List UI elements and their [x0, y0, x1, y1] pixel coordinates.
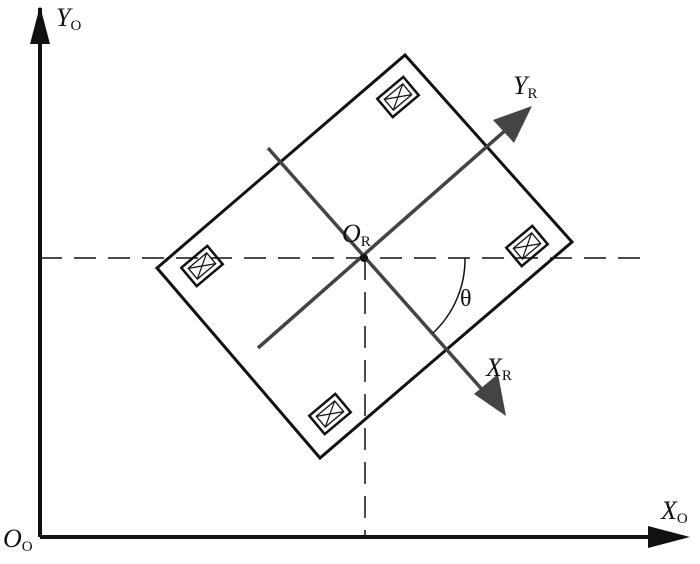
robot-y-arrowhead	[493, 106, 532, 143]
robot-y-axis	[256, 126, 510, 350]
theta-label: θ	[460, 286, 472, 312]
labels: YO XO OO YR XR OR θ	[3, 3, 688, 555]
theta-arc	[432, 257, 466, 334]
robot-axes	[256, 106, 532, 416]
reference-lines	[40, 257, 640, 535]
robot-x-axis	[266, 146, 488, 396]
robot-y-label: YR	[513, 71, 537, 102]
wheel-left	[179, 244, 225, 288]
world-y-arrowhead	[30, 6, 50, 44]
world-x-arrowhead	[648, 526, 690, 548]
robot-x-arrowhead	[474, 374, 506, 416]
robot-origin-label: OR	[342, 219, 371, 250]
world-y-label: YO	[56, 3, 81, 34]
robot-x-label: XR	[485, 353, 512, 384]
robot-origin-dot	[360, 254, 368, 262]
robot-body	[154, 52, 575, 461]
world-origin-label: OO	[3, 524, 33, 555]
wheel-right	[504, 224, 550, 268]
world-x-label: XO	[660, 496, 688, 527]
wheels	[179, 75, 550, 436]
wheel-top	[375, 75, 421, 119]
world-axes	[30, 6, 690, 548]
wheel-bottom	[307, 392, 353, 436]
